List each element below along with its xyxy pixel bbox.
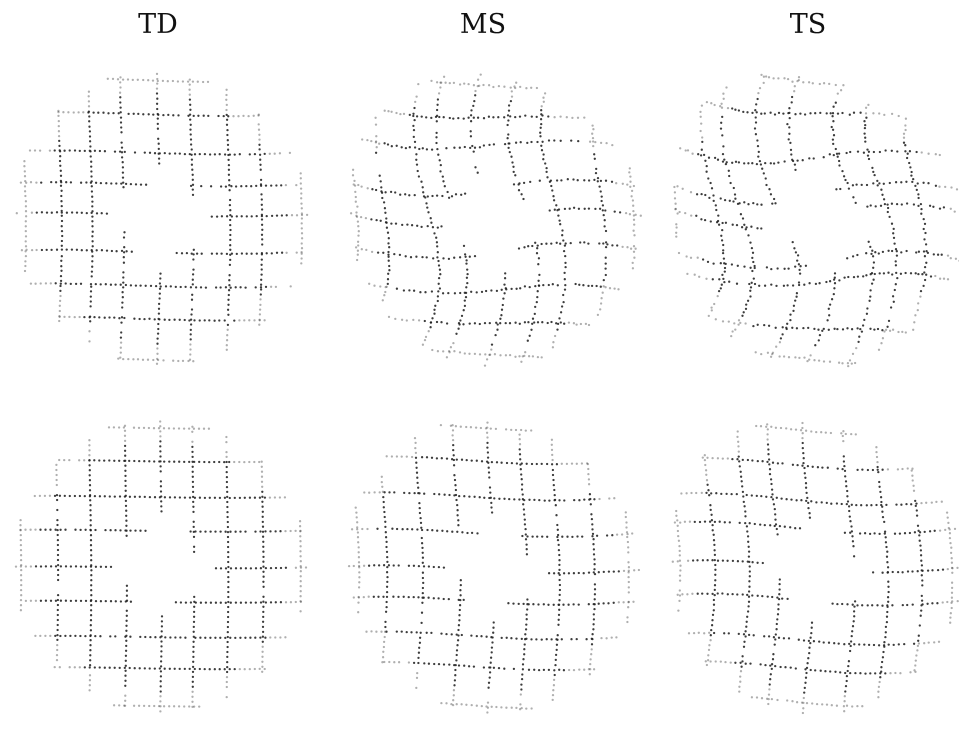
panel-ms-deformed-grid-line [430, 80, 538, 90]
panel-td-deformed-grid-line [156, 73, 162, 365]
panel-td-restored-grid-line [54, 666, 266, 670]
panel-ts-restored-grid-line [766, 423, 781, 705]
panel-ms-restored-grid-line [587, 463, 596, 675]
panel-ts-deformed-grid-line [755, 351, 857, 365]
panel-ts-restored-grid-line [702, 456, 914, 471]
panel-ms-restored-grid-line [486, 421, 495, 713]
panel-td-restored-grid-line [19, 528, 301, 532]
panel-ms-restored-grid-line [440, 702, 532, 710]
panel-ts-restored-grid-line [705, 660, 917, 675]
panel-td-restored-grid-line [124, 425, 128, 707]
panel-ts-restored-grid-line [674, 520, 956, 535]
panel-ts-restored-grid-line [755, 425, 857, 436]
panel-ts-restored-grid-line [751, 696, 864, 708]
panel-ms-deformed-grid-line [539, 92, 567, 348]
panel-td-restored-grid-line [55, 464, 59, 661]
panel-td-deformed-grid-line [119, 76, 126, 359]
panel-ms-deformed-grid-line [353, 178, 635, 198]
panel-ts-deformed-grid-line [720, 86, 756, 337]
panel-ts-deformed-grid-line [679, 147, 941, 166]
panel-ts-deformed-grid-line [754, 76, 801, 358]
panel-ts-restored-grid-line [680, 492, 943, 507]
panel-td-deformed-grid-line [300, 172, 304, 264]
panel-ms-restored-grid-line [383, 661, 595, 672]
panel-ts-restored-grid-line [688, 632, 940, 647]
panel-ts-deformed-grid-line [786, 76, 836, 362]
panel-td-restored-grid-line [299, 520, 302, 612]
panel-td-deformed-grid-line [23, 160, 27, 272]
panel-td-restored-grid-line [25, 600, 302, 604]
panel-ms-restored-grid-line [348, 564, 640, 574]
panel-td-deformed-grid-line [88, 91, 94, 343]
panel-ts-deformed-grid-line [863, 104, 898, 351]
panel-td-restored-grid-line [261, 461, 265, 673]
panel-ms-restored-grid-line [365, 630, 617, 640]
panel-ms-restored-grid-line [551, 439, 561, 701]
panel-ts-restored-grid-line [704, 454, 717, 666]
panel-ts-deformed-grid-line [673, 186, 678, 238]
panel-ts-deformed-grid-line [831, 84, 876, 367]
panel-td-deformed-grid-line [188, 78, 195, 360]
panel-ms-deformed-grid-line [355, 241, 637, 260]
panel-td-restored-grid-line [88, 439, 92, 691]
panel-ms-restored-grid-line [414, 437, 425, 689]
panel-ts-restored-grid-line [677, 592, 959, 607]
panel-td-deformed-grid-line [57, 110, 63, 322]
panel-ms-restored-grid-line [381, 476, 389, 664]
panel-ms-deformed-grid-line [628, 167, 636, 269]
panel-td-deformed-grid-line [117, 357, 194, 362]
panel-ts-deformed-grid-line [903, 118, 928, 331]
panel-td-deformed-grid-line [21, 248, 303, 255]
panel-ts-deformed-grid-line [715, 318, 907, 334]
panel-td-restored-grid-line [34, 635, 286, 639]
panel-ts-deformed-grid-line [706, 101, 900, 117]
panel-td-deformed-grid-line [258, 113, 264, 325]
panel-ms-restored-grid-line [351, 528, 633, 539]
panel-ms-deformed-grid-line [506, 82, 540, 363]
panel-td-restored-grid-line [108, 426, 210, 430]
panel-ms-restored-grid-line [518, 433, 528, 710]
panel-ts-deformed-grid-line [676, 181, 958, 206]
panel-ts-restored-grid-line [672, 559, 959, 574]
panel-ms-deformed-grid-line [350, 207, 642, 229]
panel-ts-deformed-grid-line [760, 74, 837, 86]
panel-td-restored-grid-line [19, 519, 22, 611]
panel-ms-deformed-grid-line [368, 283, 620, 295]
panel-td-deformed-grid-line [29, 149, 291, 156]
panel-ms-restored-grid-line [451, 424, 461, 706]
panel-ms-deformed-grid-line [361, 138, 613, 150]
panel-td-deformed-grid-line [16, 211, 309, 218]
panel-td-restored-grid-line [225, 436, 229, 698]
panel-ts-deformed-grid-line [678, 250, 959, 271]
panel-ms-restored-grid-line [353, 596, 635, 606]
panel-td-restored-grid-line [58, 459, 260, 463]
panel-ts-restored-grid-line [946, 511, 954, 623]
panel-ts-restored-grid-line [842, 430, 857, 712]
panel-td-restored-grid-line [34, 495, 286, 500]
panel-ms-restored-grid-line [625, 511, 630, 623]
panel-ts-deformed-grid-line [686, 272, 949, 287]
panel-td-restored-grid-line [191, 426, 195, 708]
panel-td-deformed-grid-line [225, 89, 232, 351]
